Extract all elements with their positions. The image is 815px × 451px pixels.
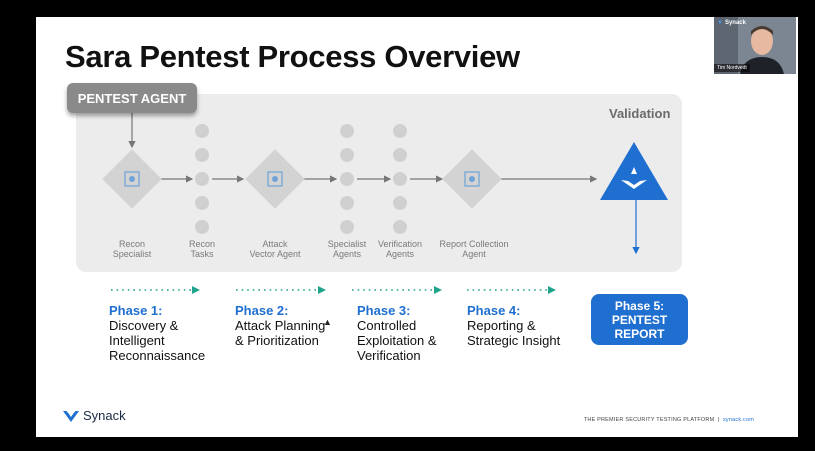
- presentation-slide: Sara Pentest Process Overview Validation: [36, 17, 798, 437]
- validation-label: Validation: [609, 106, 671, 121]
- phase-3-title: Phase 3:: [357, 303, 411, 318]
- webcam-thumbnail: ▼Synack Tim Nordvedt: [714, 17, 796, 74]
- phase-4: Phase 4: Reporting & Strategic Insight: [467, 303, 561, 348]
- specialist-agents-column: [340, 124, 354, 234]
- phase-1-title: Phase 1:: [109, 303, 163, 318]
- phase-5-pentest-report: Phase 5: PENTEST REPORT: [591, 294, 688, 345]
- phase-4-title: Phase 4:: [467, 303, 521, 318]
- phase-4-arrow-head: [548, 286, 556, 294]
- validation-triangle-icon: [600, 142, 668, 200]
- process-flow-diagram: [102, 113, 668, 294]
- recon-specialist-node: [102, 149, 162, 209]
- phase-3-arrow-head: [434, 286, 442, 294]
- report-collection-node: [442, 149, 502, 209]
- attack-vector-node: [245, 149, 305, 209]
- synack-logo: Synack: [62, 408, 126, 423]
- presenter-name: Tim Nordvedt: [714, 64, 750, 72]
- webcam-synack-logo: ▼Synack: [717, 20, 746, 26]
- slide-title: Sara Pentest Process Overview: [65, 39, 520, 74]
- phase-1-arrow-head: [192, 286, 200, 294]
- phase-2-title: Phase 2:: [235, 303, 289, 318]
- footer-site-link[interactable]: synack.com: [722, 417, 754, 423]
- synack-logo-text: Synack: [83, 408, 126, 423]
- verification-agents-column: [393, 124, 407, 234]
- phase-2-arrow-head: [318, 286, 326, 294]
- recon-tasks-column: [195, 124, 209, 234]
- mouse-cursor-icon: ▲: [323, 317, 332, 327]
- phase-1: Phase 1: Discovery & Intelligent Reconna…: [109, 303, 206, 363]
- phase-2: Phase 2: Attack Planning & Prioritizatio…: [235, 303, 326, 348]
- pentest-agent-box: PENTEST AGENT: [67, 83, 197, 113]
- slide-footer: THE PREMIER SECURITY TESTING PLATFORM | …: [583, 417, 754, 423]
- process-panel: [76, 94, 682, 272]
- synack-logo-icon: [63, 410, 79, 422]
- phase-3: Phase 3: Controlled Exploitation & Verif…: [357, 303, 437, 363]
